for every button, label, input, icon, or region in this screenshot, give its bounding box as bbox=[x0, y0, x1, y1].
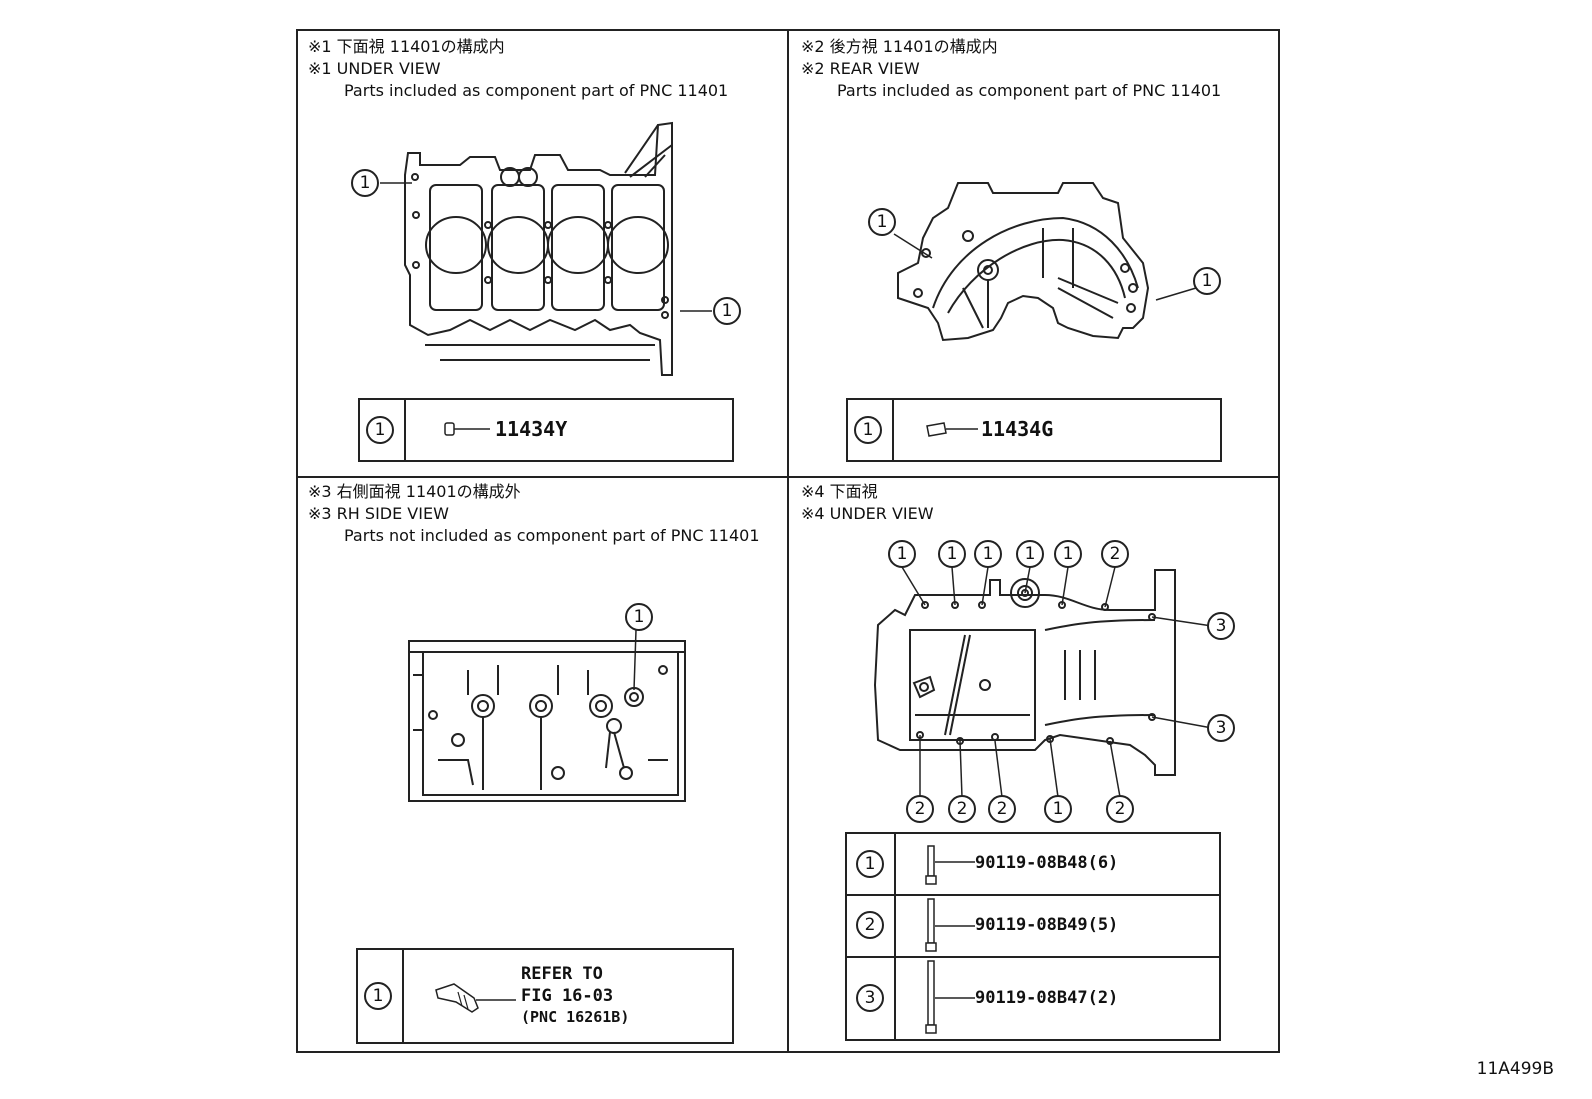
panel1-caption-jp: ※1 下面視 11401の構成内 bbox=[308, 37, 505, 56]
panel2-legend-table: 1 11434G bbox=[846, 398, 1222, 462]
panel2-caption-jp: ※2 後方視 11401の構成内 bbox=[801, 37, 998, 56]
panel3-callout-1: 1 bbox=[625, 603, 653, 631]
bolt-short-icon bbox=[925, 845, 975, 885]
panel4-part-number-1: 90119-08B48(6) bbox=[975, 853, 1119, 873]
panel4-legend-row-2: 2 90119-08B49(5) bbox=[847, 894, 1219, 958]
panel4-legend-row-3: 3 90119-08B47(2) bbox=[847, 956, 1219, 1039]
panel4-callout-top-6: 2 bbox=[1101, 540, 1129, 568]
panel4-callout-top-2: 1 bbox=[938, 540, 966, 568]
panel4-oil-pan-under-view bbox=[873, 569, 1176, 776]
panel4-callout-bottom-1: 2 bbox=[906, 795, 934, 823]
panel2-caption: ※2 後方視 11401の構成内 ※2 REAR VIEW Parts incl… bbox=[801, 36, 1221, 102]
panel2-part-number: 11434G bbox=[981, 417, 1054, 441]
panel3-legend-table: 1 REFER TO FIG 16-03 (PNC 16261B) bbox=[356, 948, 734, 1044]
panel4-caption: ※4 下面視 ※4 UNDER VIEW bbox=[801, 481, 934, 525]
panel1-callout-1a: 1 bbox=[351, 169, 379, 197]
panel4-legend-row-1: 1 90119-08B48(6) bbox=[847, 834, 1219, 896]
panel1-callout-1b: 1 bbox=[713, 297, 741, 325]
panel4-callout-top-3: 1 bbox=[974, 540, 1002, 568]
panel4-legend-index-3: 3 bbox=[856, 984, 884, 1012]
panel3-caption-jp: ※3 右側面視 11401の構成外 bbox=[308, 482, 521, 501]
plug-icon bbox=[444, 422, 490, 436]
panel4-legend-index-1: 1 bbox=[856, 850, 884, 878]
panel3-caption-note: Parts not included as component part of … bbox=[344, 526, 760, 545]
panel2-caption-en: ※2 REAR VIEW bbox=[801, 59, 920, 78]
panel3-caption-en: ※3 RH SIDE VIEW bbox=[308, 504, 449, 523]
panel4-callout-top-5: 1 bbox=[1054, 540, 1082, 568]
panel4-part-number-2: 90119-08B49(5) bbox=[975, 915, 1119, 935]
panel4-callout-bottom-2: 2 bbox=[948, 795, 976, 823]
panel3-pnc-ref: (PNC 16261B) bbox=[521, 1008, 630, 1026]
panel2-callout-1b: 1 bbox=[1193, 267, 1221, 295]
panel2-legend-index-cell: 1 bbox=[848, 400, 894, 460]
panel1-legend-table: 1 11434Y bbox=[358, 398, 734, 462]
panel2-engine-block-rear-view bbox=[897, 182, 1150, 342]
panel3-engine-block-rh-side-view bbox=[408, 640, 686, 802]
panel3-fig-ref: FIG 16-03 bbox=[521, 986, 614, 1006]
panel4-callout-right-2: 3 bbox=[1207, 714, 1235, 742]
panel-divider-vertical bbox=[787, 29, 789, 1053]
panel1-legend-index: 1 bbox=[366, 416, 394, 444]
oil-pressure-switch-icon bbox=[435, 983, 516, 1013]
panel4-caption-en: ※4 UNDER VIEW bbox=[801, 504, 934, 523]
panel2-legend-index: 1 bbox=[854, 416, 882, 444]
panel2-callout-1a: 1 bbox=[868, 208, 896, 236]
panel4-callout-top-4: 1 bbox=[1016, 540, 1044, 568]
panel1-caption-note: Parts included as component part of PNC … bbox=[344, 81, 729, 100]
panel1-engine-block-under-view bbox=[404, 121, 673, 376]
panel4-caption-jp: ※4 下面視 bbox=[801, 482, 878, 501]
panel1-legend-index-cell: 1 bbox=[360, 400, 406, 460]
figure-code: 11A499B bbox=[1476, 1059, 1554, 1079]
panel4-callout-top-1: 1 bbox=[888, 540, 916, 568]
bolt-medium-icon bbox=[925, 898, 975, 952]
panel4-callout-bottom-3: 2 bbox=[988, 795, 1016, 823]
panel1-caption-en: ※1 UNDER VIEW bbox=[308, 59, 441, 78]
panel4-callout-right-1: 3 bbox=[1207, 612, 1235, 640]
panel1-part-number: 11434Y bbox=[495, 417, 568, 441]
panel2-caption-note: Parts included as component part of PNC … bbox=[837, 81, 1222, 100]
panel4-legend-table: 1 90119-08B48(6) 2 90119-08B49(5) 3 9011… bbox=[845, 832, 1221, 1041]
panel4-legend-index-2: 2 bbox=[856, 911, 884, 939]
plug-icon bbox=[926, 422, 978, 437]
panel-divider-horizontal bbox=[296, 476, 1280, 478]
panel4-part-number-3: 90119-08B47(2) bbox=[975, 988, 1119, 1008]
panel3-refer-to: REFER TO bbox=[521, 964, 603, 984]
panel4-callout-bottom-5: 2 bbox=[1106, 795, 1134, 823]
panel3-legend-index: 1 bbox=[364, 982, 392, 1010]
panel3-legend-index-cell: 1 bbox=[358, 950, 404, 1042]
bolt-long-icon bbox=[925, 960, 975, 1034]
panel3-caption: ※3 右側面視 11401の構成外 ※3 RH SIDE VIEW Parts … bbox=[308, 481, 760, 547]
panel1-caption: ※1 下面視 11401の構成内 ※1 UNDER VIEW Parts inc… bbox=[308, 36, 728, 102]
panel4-callout-bottom-4: 1 bbox=[1044, 795, 1072, 823]
panel4-legend-divider bbox=[894, 834, 896, 1039]
